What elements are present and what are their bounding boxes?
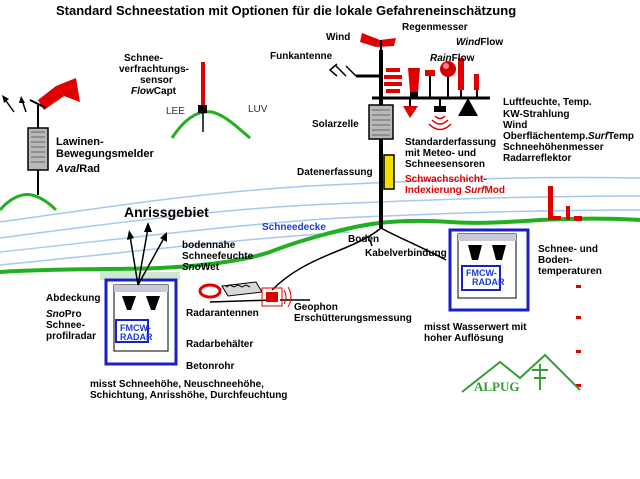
flowcapt-sensor bbox=[198, 62, 207, 132]
lee-label: LEE bbox=[166, 106, 185, 117]
snopro-line-3: profilradar bbox=[46, 331, 97, 342]
hill-flowcapt bbox=[170, 110, 251, 140]
main-station bbox=[328, 33, 490, 228]
misst-line-2: Schichtung, Anrisshöhe, Durchfeuchtung bbox=[90, 390, 288, 401]
avalrad-station bbox=[2, 78, 80, 195]
windflow-label: WindFlow bbox=[456, 37, 504, 48]
geophon-line-1: Geophon bbox=[294, 302, 338, 313]
wasserwert-line-1: misst Wasserwert mit bbox=[424, 322, 527, 333]
left-radar-container bbox=[104, 222, 178, 366]
standard-line-3: Schneesensoren bbox=[405, 159, 486, 170]
standard-line-2: mit Meteo- und bbox=[405, 148, 477, 159]
solarzelle-label: Solarzelle bbox=[312, 119, 359, 130]
datenerfassung-label: Datenerfassung bbox=[297, 167, 373, 178]
schneedecke-label: Schneedecke bbox=[262, 222, 326, 233]
sensors-line-4: Oberflächentemp.SurfTemp bbox=[503, 131, 634, 142]
alpug-logo bbox=[461, 353, 581, 393]
sensors-line-6: Radarreflektor bbox=[503, 153, 572, 164]
geophone-sensor bbox=[261, 286, 292, 308]
snowet-sensor bbox=[198, 281, 263, 299]
lawinen-line-2: Bewegungsmelder bbox=[56, 148, 154, 160]
luv-label: LUV bbox=[248, 104, 268, 115]
snow-layer-lines bbox=[0, 176, 640, 266]
flowcapt-line-1: Schnee- bbox=[124, 53, 163, 64]
fmcw-right-line-1: FMCW- bbox=[466, 268, 497, 278]
sensors-line-2: KW-Strahlung bbox=[503, 109, 570, 120]
flowcapt-line-4: FlowCapt bbox=[131, 86, 177, 97]
fmcw-right-line-2: RADAR bbox=[472, 277, 505, 287]
schwach-line-1: Schwachschicht- bbox=[405, 174, 487, 185]
temperature-poles bbox=[548, 186, 582, 387]
fmcw-left-line-2: RADAR bbox=[120, 332, 153, 342]
lawinen-line-1: Lawinen- bbox=[56, 136, 104, 148]
sensors-line-1: Luftfeuchte, Temp. bbox=[503, 97, 592, 108]
wind-label: Wind bbox=[326, 32, 351, 43]
right-radar-container bbox=[448, 228, 530, 312]
abdeckung-label: Abdeckung bbox=[46, 293, 101, 304]
rainflow-label: RainFlow bbox=[430, 53, 475, 64]
diagram-title: Standard Schneestation mit Optionen für … bbox=[56, 3, 517, 18]
snowet-line-3: SnoWet bbox=[182, 262, 220, 273]
kabel-label: Kabelverbindung bbox=[365, 248, 447, 259]
flowcapt-line-2: verfrachtungs- bbox=[119, 64, 190, 75]
snopro-line-2: Schnee- bbox=[46, 320, 85, 331]
geophon-line-2: Erschütterungsmessung bbox=[294, 313, 412, 324]
snowet-line-1: bodennahe bbox=[182, 240, 236, 251]
regenmesser-label: Regenmesser bbox=[402, 22, 468, 33]
wasserwert-line-2: hoher Auflösung bbox=[424, 333, 504, 344]
boden-temp-line-3: temperaturen bbox=[538, 266, 602, 277]
funkantenne-label: Funkantenne bbox=[270, 51, 333, 62]
hill-left bbox=[0, 193, 58, 212]
snowet-line-2: Schneefeuchte bbox=[182, 251, 254, 262]
standard-line-1: Standarderfassung bbox=[405, 137, 497, 148]
snopro-label: SnoPro bbox=[46, 309, 82, 320]
fmcw-left-line-1: FMCW- bbox=[120, 323, 151, 333]
alpug-logo-text: ALPUG bbox=[474, 379, 520, 394]
boden-label: Boden bbox=[348, 234, 380, 245]
flowcapt-line-3: sensor bbox=[140, 75, 173, 86]
sensors-line-3: Wind bbox=[503, 120, 528, 131]
betonrohr-label: Betonrohr bbox=[186, 361, 235, 372]
sensors-line-5: Schneehöhenmesser bbox=[503, 142, 604, 153]
misst-line-1: misst Schneehöhe, Neuschneehöhe, bbox=[90, 379, 264, 390]
avalrad-label: AvalRad bbox=[56, 163, 101, 175]
boden-temp-line-2: Boden- bbox=[538, 255, 573, 266]
radarantennen-label: Radarantennen bbox=[186, 308, 259, 319]
schwach-line-2: Indexierung SurfMod bbox=[405, 185, 505, 196]
radiation-shield bbox=[384, 68, 402, 93]
radarbehaelter-label: Radarbehälter bbox=[186, 339, 254, 350]
anrissgebiet-label: Anrissgebiet bbox=[124, 204, 209, 220]
boden-temp-line-1: Schnee- und bbox=[538, 244, 599, 255]
